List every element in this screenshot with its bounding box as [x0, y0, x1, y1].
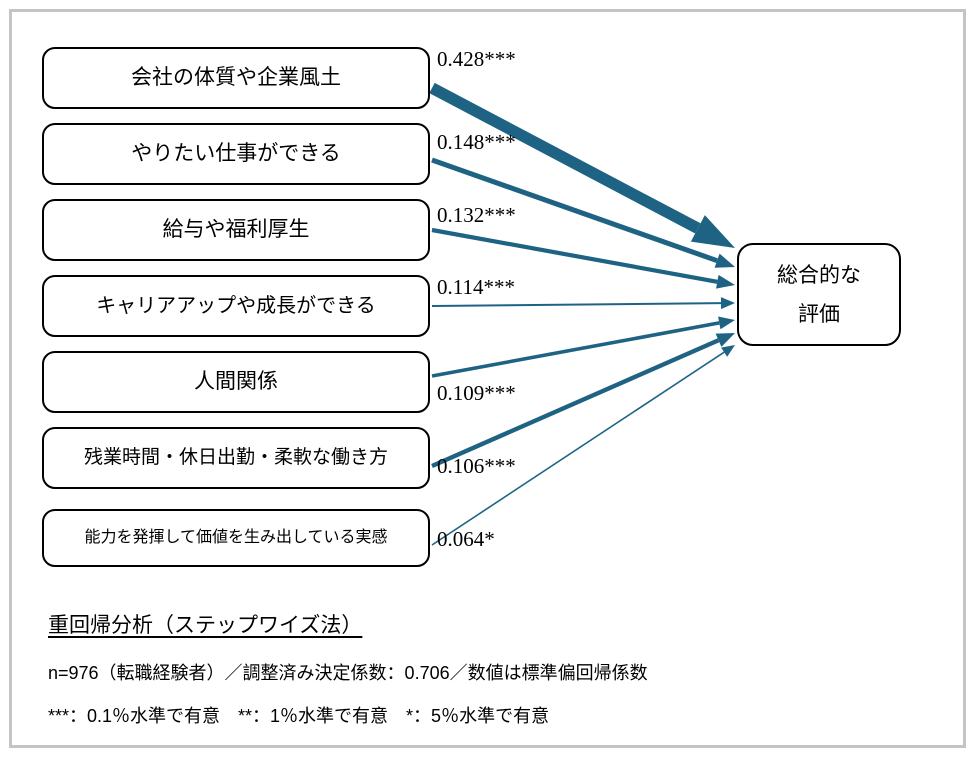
factor-box-3[interactable]: 給与や福利厚生 — [42, 199, 430, 261]
coef-label-7: 0.064* — [437, 527, 495, 551]
notes-line-1: n=976（転職経験者）／調整済み決定係数：0.706／数値は標準偏回帰係数 — [48, 663, 648, 683]
outcome-label-line2: 評価 — [798, 301, 840, 326]
factor-label-4: キャリアアップや成長ができる — [96, 295, 376, 317]
factor-label-2: やりたい仕事ができる — [131, 141, 341, 166]
arrow-head-4 — [720, 297, 735, 310]
factor-label-5: 人間関係 — [194, 369, 278, 394]
factor-label-7: 能力を発揮して価値を生み出している実感 — [84, 529, 388, 547]
arrow-head-6 — [715, 333, 735, 347]
factor-box-6[interactable]: 残業時間・休日出勤・柔軟な働き方 — [42, 427, 430, 489]
arrow-shaft-3 — [431, 227, 718, 284]
arrow-shaft-6 — [431, 338, 720, 469]
coef-label-3: 0.132*** — [437, 203, 516, 227]
arrow-shaft-4 — [431, 302, 722, 307]
notes-title: 重回帰分析（ステップワイズ法） — [48, 614, 363, 637]
arrow-shaft-2 — [431, 157, 718, 264]
outcome-box[interactable]: 総合的な 評価 — [737, 243, 901, 346]
arrow-shaft-5 — [431, 321, 720, 378]
notes-line-2: ***：0.1％水準で有意 **：1％水準で有意 *：5％水準で有意 — [48, 706, 550, 726]
arrow-shaft-7 — [431, 351, 725, 546]
factor-label-3: 給与や福利厚生 — [162, 217, 310, 242]
arrow-shaft-1 — [429, 82, 701, 234]
arrow-head-5 — [718, 316, 735, 330]
factor-box-1[interactable]: 会社の体質や企業風土 — [42, 47, 430, 109]
outcome-label-line1: 総合的な — [777, 262, 861, 287]
arrow-head-3 — [716, 274, 735, 289]
arrow-head-2 — [714, 253, 735, 268]
factor-box-7[interactable]: 能力を発揮して価値を生み出している実感 — [42, 509, 430, 567]
factor-box-2[interactable]: やりたい仕事ができる — [42, 123, 430, 185]
factor-label-1: 会社の体質や企業風土 — [131, 65, 341, 90]
factor-box-5[interactable]: 人間関係 — [42, 351, 430, 413]
coef-label-5: 0.109*** — [437, 381, 516, 405]
coef-label-1: 0.428*** — [437, 47, 516, 71]
arrow-head-7 — [721, 345, 735, 357]
factor-box-4[interactable]: キャリアアップや成長ができる — [42, 275, 430, 337]
arrow-head-1 — [690, 215, 735, 248]
factor-label-6: 残業時間・休日出勤・柔軟な働き方 — [83, 446, 388, 468]
arrow-layer — [429, 82, 735, 546]
coef-label-6: 0.106*** — [437, 454, 516, 478]
coef-label-2: 0.148*** — [437, 130, 516, 154]
coef-label-4: 0.114*** — [437, 275, 515, 299]
